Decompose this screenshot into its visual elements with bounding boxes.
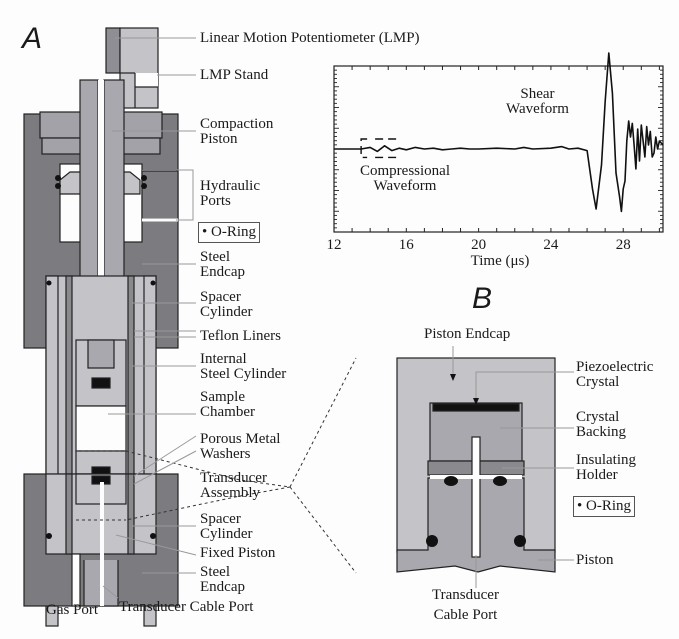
label-compaction-piston: Compaction Piston (200, 117, 273, 147)
label-spacer-cylinder-bottom-line1: Spacer (200, 511, 241, 527)
o-ring-icon (426, 535, 438, 547)
label-hydraulic-ports-line1: Hydraulic (200, 178, 260, 194)
piezoelectric-crystal (432, 403, 520, 412)
label-steel-endcap-bottom-line2: Endcap (200, 579, 245, 595)
label-steel-endcap-bottom: Steel Endcap (200, 565, 245, 595)
label-crystal-backing-line2: Backing (576, 424, 626, 440)
label-porous-metal-washers: Porous Metal Washers (200, 432, 280, 462)
label-piezoelectric-crystal-line1: Piezoelectric (576, 359, 654, 375)
annotation-compressional-line2: Waveform (373, 178, 437, 194)
lmp-stand (119, 27, 159, 109)
label-teflon-liners: Teflon Liners (200, 328, 282, 344)
label-internal-steel-cylinder: Internal Steel Cylinder (200, 352, 286, 382)
label-steel-endcap-top-line2: Endcap (200, 264, 245, 280)
label-transducer-cable-port: Transducer Cable Port (119, 599, 254, 615)
label-steel-endcap-top-line1: Steel (200, 249, 230, 265)
x-tick-label: 20 (471, 237, 486, 253)
label-lmp: Linear Motion Potentiometer (LMP) (200, 30, 420, 46)
label-hydraulic-ports-line2: Ports (200, 193, 231, 209)
waveform-line (334, 52, 664, 213)
compressional-bracket (360, 138, 400, 159)
label-piston: Piston (576, 552, 614, 568)
label-spacer-cylinder-top-line2: Cylinder (200, 304, 253, 320)
chart-xlabel: Time (μs) (470, 253, 530, 269)
panel-label-b: B (472, 282, 493, 315)
label-lmp-stand: LMP Stand (200, 67, 269, 83)
label-transducer-assembly-line1: Transducer (200, 470, 267, 486)
x-tick-label: 28 (616, 237, 631, 253)
panel-label-a: A (22, 22, 43, 55)
label-sample-chamber: Sample Chamber (200, 390, 255, 420)
label-crystal-backing: Crystal Backing (576, 410, 626, 440)
label-crystal-backing-line1: Crystal (576, 409, 620, 425)
label-compaction-piston-line2: Piston (200, 131, 238, 147)
label-spacer-cylinder-top: Spacer Cylinder (200, 290, 253, 320)
label-sample-chamber-line2: Chamber (200, 404, 255, 420)
legend-o-ring-b: • O-Ring (573, 496, 636, 517)
label-insulating-holder-line1: Insulating (576, 452, 636, 468)
label-insulating-holder-line2: Holder (576, 467, 618, 483)
label-porous-metal-washers-line2: Washers (200, 446, 251, 462)
label-porous-metal-washers-line1: Porous Metal (200, 431, 281, 447)
label-gas-port: Gas Port (46, 602, 99, 618)
annotation-shear-waveform: Shear Waveform (506, 87, 569, 117)
label-internal-steel-cylinder-line1: Internal (200, 351, 247, 367)
label-fixed-piston: Fixed Piston (200, 545, 276, 561)
x-tick-label: 16 (399, 237, 415, 253)
label-spacer-cylinder-bottom-line2: Cylinder (200, 526, 253, 542)
label-piezoelectric-crystal-line2: Crystal (576, 374, 620, 390)
label-transducer-assembly: Transducer Assembly (200, 471, 267, 501)
label-compaction-piston-line1: Compaction (200, 116, 274, 132)
label-spacer-cylinder-top-line1: Spacer (200, 289, 241, 305)
label-transducer-cable-port-b-line2: Cable Port (433, 607, 498, 623)
label-piezoelectric-crystal: Piezoelectric Crystal (576, 360, 653, 390)
label-transducer-cable-port-b: Transducer Cable Port (432, 588, 499, 623)
label-sample-chamber-line1: Sample (200, 389, 245, 405)
x-tick-label: 24 (543, 237, 559, 253)
label-insulating-holder: Insulating Holder (576, 453, 636, 483)
annotation-shear-line2: Waveform (506, 101, 569, 117)
cable-port (100, 482, 104, 606)
label-internal-steel-cylinder-line2: Steel Cylinder (200, 366, 287, 382)
annotation-shear-line1: Shear (520, 86, 555, 102)
label-steel-endcap-top: Steel Endcap (200, 250, 245, 280)
o-ring-icon (514, 535, 526, 547)
o-ring-icon (444, 476, 458, 486)
annotation-compressional-waveform: Compressional Waveform (360, 164, 450, 194)
gas-port (71, 553, 81, 607)
label-hydraulic-ports: Hydraulic Ports (200, 179, 260, 209)
o-ring-icon (493, 476, 507, 486)
label-transducer-cable-port-b-line1: Transducer (432, 587, 499, 603)
legend-o-ring-a: • O-Ring (198, 222, 261, 243)
label-transducer-assembly-line2: Assembly (200, 485, 260, 501)
label-steel-endcap-bottom-line1: Steel (200, 564, 230, 580)
annotation-compressional-line1: Compressional (360, 163, 450, 179)
label-spacer-cylinder-bottom: Spacer Cylinder (200, 512, 253, 542)
label-piston-endcap: Piston Endcap (424, 326, 511, 342)
x-tick-label: 12 (327, 237, 342, 253)
